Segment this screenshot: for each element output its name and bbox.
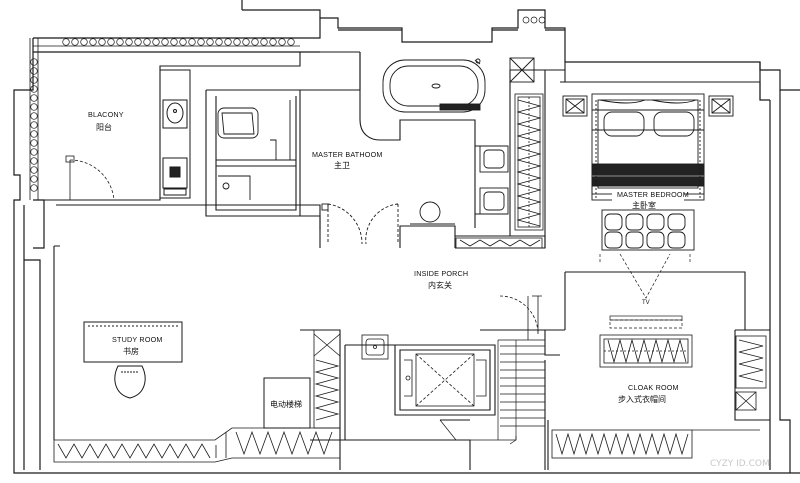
inside-porch-label-en: INSIDE PORCH (414, 269, 468, 278)
wardrobe-bathroom (514, 93, 544, 231)
balcony-utility-block (159, 69, 191, 199)
balcony-label-zh: 阳台 (96, 122, 112, 132)
study-room-label-zh: 书房 (123, 346, 139, 356)
tv-label: TV (642, 300, 650, 306)
balcony-railing (29, 37, 300, 200)
staircase (439, 339, 545, 445)
railing-circles (30, 16, 546, 192)
wardrobe-porch-top (455, 237, 543, 249)
outer-walls (13, 0, 800, 474)
wardrobe-cloak-right (735, 335, 767, 411)
elevator-panel (263, 377, 311, 429)
balcony-label-en: BLACONY (88, 110, 124, 119)
nightstand-left (562, 95, 588, 117)
cloak-room-label-en: CLOAK ROOM (628, 383, 679, 392)
porch-door (499, 295, 542, 340)
master-bedroom-label-zh: 主卧室 (632, 200, 656, 210)
interior-walls (44, 51, 770, 470)
study-room-label-en: STUDY ROOM (112, 335, 163, 344)
elevator-label: 电动楼梯 (270, 399, 302, 409)
wardrobe-cloak-bottom (551, 429, 760, 459)
wardrobe-bottom-left (53, 427, 341, 463)
elevator-car (404, 353, 487, 407)
master-bathroom-label-zh: 主卫 (334, 160, 350, 170)
master-bed (591, 93, 705, 201)
bathroom-fixtures (216, 57, 535, 245)
bench-seats (601, 209, 695, 251)
cloak-room-label-zh: 步入式衣帽间 (618, 394, 666, 404)
master-bathroom-label-en: MASTER BATHOOM (312, 150, 383, 159)
tv-sightlines (599, 253, 691, 329)
laundry-sink (361, 334, 389, 360)
master-bedroom-label-en: MASTER BEDROOM (617, 190, 689, 199)
wardrobe-cloak-front (599, 334, 693, 368)
nightstand-right (708, 95, 734, 117)
bedroom-label-bg (612, 190, 684, 208)
balcony-door (65, 155, 115, 201)
inside-porch-label-zh: 内玄关 (428, 280, 452, 290)
watermark: CYZY ID.COM (710, 459, 770, 469)
study-desk (83, 321, 183, 399)
wardrobe-study-side (313, 329, 341, 429)
